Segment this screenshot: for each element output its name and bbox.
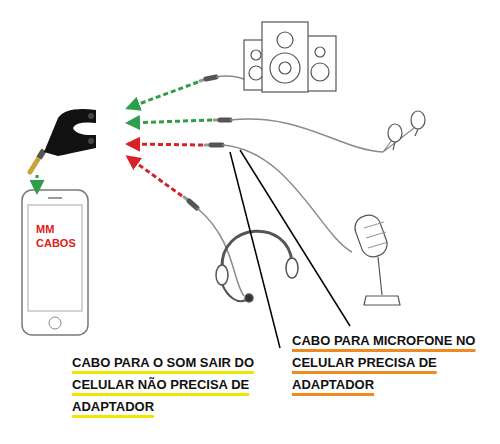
y-splitter — [30, 109, 96, 172]
phone — [22, 190, 88, 335]
brand-label: MM CABOS — [36, 222, 78, 250]
callout-text: CABO PARA MICROFONE NO CELULAR PRECISA D… — [292, 330, 477, 396]
microphone — [352, 212, 400, 305]
earphones — [383, 111, 425, 152]
callout-text: CABO PARA O SOM SAIR DO CELULAR NÃO PREC… — [72, 352, 262, 418]
leader-lines — [230, 150, 350, 348]
arrows — [128, 82, 212, 196]
cables — [197, 76, 383, 296]
headset — [216, 231, 298, 302]
speakers — [244, 22, 336, 92]
arrow — [36, 175, 39, 192]
plugs — [184, 77, 230, 208]
